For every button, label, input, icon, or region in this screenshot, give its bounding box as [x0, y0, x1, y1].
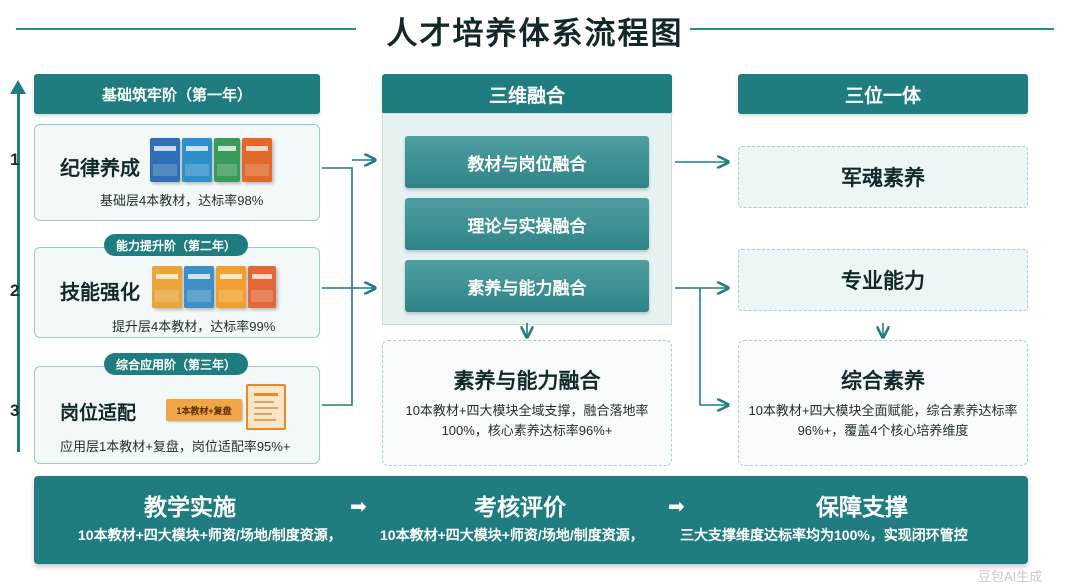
stage-name-2: 技能强化: [60, 282, 140, 304]
middle-summary-text: 10本教材+四大模块全域支撑，融合落地率100%，核心素养达标率96%+: [405, 403, 649, 438]
stage-pill-3: 综合应用阶（第三年）: [104, 353, 249, 375]
bottom-band: [34, 476, 1028, 564]
axis-number-3: 3: [10, 401, 20, 420]
stage-name-1: 纪律养成: [60, 158, 140, 180]
right-box-2: 专业能力: [738, 249, 1028, 311]
bottom-text-3: 三大支撑维度达标率均为100%，实现闭环管控: [680, 527, 968, 543]
review-document-icon: [246, 384, 286, 430]
textbook-icon: [152, 266, 182, 308]
middle-summary-title: 素养与能力融合: [453, 370, 601, 393]
stage-desc-2: 提升层4本教材，达标率99%: [112, 319, 276, 334]
bottom-step-2: 考核评价: [474, 494, 566, 520]
textbook-icon: [214, 138, 240, 182]
middle-summary-box: 素养与能力融合 10本教材+四大模块全域支撑，融合落地率100%，核心素养达标率…: [382, 340, 672, 466]
left-column-header: 基础筑牢阶（第一年）: [34, 74, 320, 114]
right-summary-title: 综合素养: [841, 370, 925, 393]
stage-desc-3: 应用层1本教材+复盘，岗位适配率95%+: [60, 439, 291, 454]
arrow-right-icon: ➡: [350, 496, 367, 518]
textbook-icon: [242, 138, 272, 182]
textbook-icon: [216, 266, 246, 308]
page-title: 人才培养体系流程图: [386, 16, 684, 51]
fusion-box-2: 理论与实操融合: [405, 198, 649, 250]
textbook-review-badge: 1本教材+复盘: [166, 399, 242, 421]
stage-pill-2: 能力提升阶（第二年）: [104, 234, 249, 256]
stage-name-3: 岗位适配: [60, 403, 137, 424]
right-column-header: 三位一体: [738, 74, 1028, 114]
textbook-icon: [184, 266, 214, 308]
title-rule-left: [16, 28, 356, 30]
middle-column-header: 三维融合: [382, 74, 672, 114]
axis-number-1: 1: [10, 150, 20, 169]
arrow-right-icon: ➡: [668, 496, 685, 518]
textbook-review-badge-label: 1本教材+复盘: [176, 405, 232, 416]
bottom-step-3: 保障支撑: [816, 494, 908, 520]
fusion-box-3: 素养与能力融合: [405, 260, 649, 312]
bottom-text-1: 10本教材+四大模块+师资/场地/制度资源，: [78, 527, 342, 543]
bottom-text-2: 10本教材+四大模块+师资/场地/制度资源，: [380, 527, 644, 543]
textbook-icon: [150, 138, 180, 182]
progress-axis: [17, 92, 20, 452]
textbook-icon: [182, 138, 212, 182]
title-rule-right: [690, 28, 1054, 30]
fusion-box-1: 教材与岗位融合: [405, 136, 649, 188]
axis-number-2: 2: [10, 281, 20, 300]
right-summary-box: 综合素养 10本教材+四大模块全面赋能，综合素养达标率96%+，覆盖4个核心培养…: [738, 340, 1028, 466]
textbook-icon: [248, 266, 276, 308]
right-summary-text: 10本教材+四大模块全面赋能，综合素养达标率96%+，覆盖4个核心培养维度: [748, 403, 1018, 438]
axis-arrow-icon: [10, 80, 26, 94]
right-box-1: 军魂素养: [738, 146, 1028, 208]
watermark: 豆包AI生成: [978, 569, 1043, 584]
bottom-step-1: 教学实施: [144, 494, 236, 520]
stage-desc-1: 基础层4本教材，达标率98%: [100, 193, 264, 208]
